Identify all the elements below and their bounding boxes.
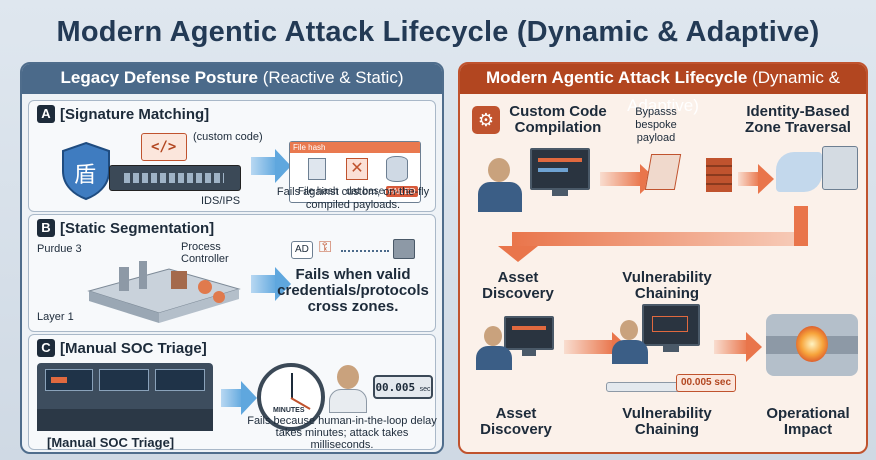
ad-label: AD — [295, 244, 309, 255]
layer-label: Layer 1 — [37, 311, 74, 323]
dotted-path — [341, 250, 389, 252]
custom-code-compilation-label: Custom Code Compilation — [509, 103, 607, 136]
section-b-title: B [Static Segmentation] — [37, 219, 214, 237]
ids-ips-label: IDS/IPS — [201, 195, 241, 207]
soc-room-illustration — [37, 363, 213, 431]
dat-base-label: dat base — [346, 186, 385, 197]
section-a-label: [Signature Matching] — [60, 105, 210, 123]
shield-icon — [62, 141, 110, 201]
section-b-fail-text: Fails when valid credentials/protocols c… — [277, 266, 429, 315]
process-controller-label: Process Controller — [181, 241, 229, 265]
analyst-body-icon — [329, 389, 367, 413]
section-b-arrow — [251, 267, 291, 301]
agentic-attack-panel: Modern Agentic Attack Lifecycle (Dynamic… — [458, 62, 868, 454]
firewall-icon — [706, 158, 732, 192]
code-glyph: </> — [151, 139, 177, 155]
agentic-header-sub: (Dynamic & Adaptive) — [627, 68, 840, 115]
door-lock-icon — [822, 146, 858, 190]
legacy-defense-panel: Legacy Defense Posture (Reactive & Stati… — [20, 62, 444, 454]
vuln-operator-head-icon — [620, 320, 638, 340]
timer-value: 00.005 — [375, 381, 416, 394]
custom-code-label: (custom code) — [193, 131, 263, 143]
bypass-payload-label: Bypasss bespoke payload — [635, 106, 677, 144]
section-c-arrow — [221, 381, 257, 415]
agentic-header-main: Modern Agentic Attack Lifecycle — [486, 68, 748, 87]
analyst-head-icon — [337, 365, 359, 389]
section-static-segmentation: B [Static Segmentation] Purdue 3 Process… — [28, 214, 436, 332]
asset-discovery-bottom-label: Asset Discovery — [480, 405, 552, 438]
section-c-label: [Manual SOC Triage] — [60, 339, 207, 357]
operational-impact-label: Operational Impact — [766, 405, 850, 438]
asset-discovery-top-label: Asset Discovery — [482, 269, 554, 302]
section-c-title: C [Manual SOC Triage] — [37, 339, 207, 357]
gear-icon: ⚙ — [472, 106, 500, 134]
document-icon — [308, 158, 326, 180]
section-c-bottom-label: [Manual SOC Triage] — [47, 435, 175, 450]
minutes-label: MINUTES — [273, 407, 305, 414]
discovery-arrow — [564, 332, 628, 362]
timer-readout: 00.005 sec — [676, 374, 737, 392]
page-title: Modern Agentic Attack Lifecycle (Dynamic… — [56, 16, 820, 48]
section-c-fail-text: Fails because human-in-the-loop delay ta… — [247, 415, 437, 451]
database-icon — [386, 156, 408, 182]
attacker-body-icon — [478, 182, 522, 212]
file-hash-label: File hash — [298, 186, 339, 197]
agentic-panel-header: Modern Agentic Attack Lifecycle (Dynamic… — [460, 64, 866, 115]
failed-badge: FAILED — [386, 186, 418, 197]
section-a-fail-text-visible: Fails against custom, on-the-fly compile… — [276, 186, 430, 211]
loop-connector — [512, 232, 808, 246]
vulnerability-chaining-bottom-label: Vulnerability Chaining — [622, 405, 712, 438]
section-c-badge: C — [37, 339, 55, 357]
clock-icon: MINUTES — [257, 363, 325, 431]
legacy-header-sub: (Reactive & Static) — [262, 68, 404, 87]
section-signature-matching: A [Signature Matching] 盾 IDS/IPS </> (cu… — [28, 100, 436, 212]
legacy-panel-header: Legacy Defense Posture (Reactive & Stati… — [22, 64, 442, 94]
asset-operator-head-icon — [484, 326, 502, 346]
vulnerability-workstation-icon — [642, 304, 700, 352]
vulnerability-chaining-top-label: Vulnerability Chaining — [622, 269, 712, 302]
pipe-explosion-icon — [766, 314, 858, 376]
timer-unit: sec — [419, 386, 431, 393]
section-b-badge: B — [37, 219, 55, 237]
impact-arrow — [714, 332, 762, 362]
payload-shard-icon — [644, 154, 682, 190]
identity-zone-traversal-label: Identity-Based Zone Traversal — [745, 103, 851, 136]
file-hash-window-title: File hash — [290, 142, 420, 153]
legacy-header-main: Legacy Defense Posture — [60, 68, 258, 87]
loop-connector-right — [794, 206, 808, 246]
attacker-workstation-icon — [530, 148, 590, 196]
key-icon: ⚿ — [319, 239, 332, 256]
section-a-title: A [Signature Matching] — [37, 105, 209, 123]
payload-arrow — [600, 164, 656, 194]
loop-arrow-head — [498, 246, 538, 262]
attacker-head-icon — [488, 158, 510, 182]
purdue-label: Purdue 3 — [37, 243, 82, 255]
section-a-arrow — [251, 149, 291, 183]
ad-badge: AD — [291, 241, 313, 259]
factory-zone-icon — [87, 261, 241, 323]
timer-readout-value: 00.005 sec — [681, 377, 732, 388]
code-packet-icon: </> — [141, 133, 187, 161]
section-b-label: [Static Segmentation] — [60, 219, 215, 237]
traversal-arrow — [738, 164, 774, 194]
asset-operator-body-icon — [476, 346, 512, 370]
ids-ips-device — [109, 165, 241, 191]
file-hash-window: File hash ✕ File hash dat base FAILED — [289, 141, 421, 203]
hand-key-icon — [776, 152, 822, 192]
asset-discovery-workstation-icon — [504, 316, 554, 356]
vuln-operator-body-icon — [612, 340, 648, 364]
shield-glyph: 盾 — [74, 163, 97, 188]
section-manual-soc-triage: C [Manual SOC Triage] [Manual SOC Triage… — [28, 334, 437, 451]
section-a-badge: A — [37, 105, 55, 123]
timer-display: 00.005 sec — [373, 375, 433, 399]
reject-icon: ✕ — [346, 158, 368, 180]
lock-icon — [393, 239, 415, 259]
